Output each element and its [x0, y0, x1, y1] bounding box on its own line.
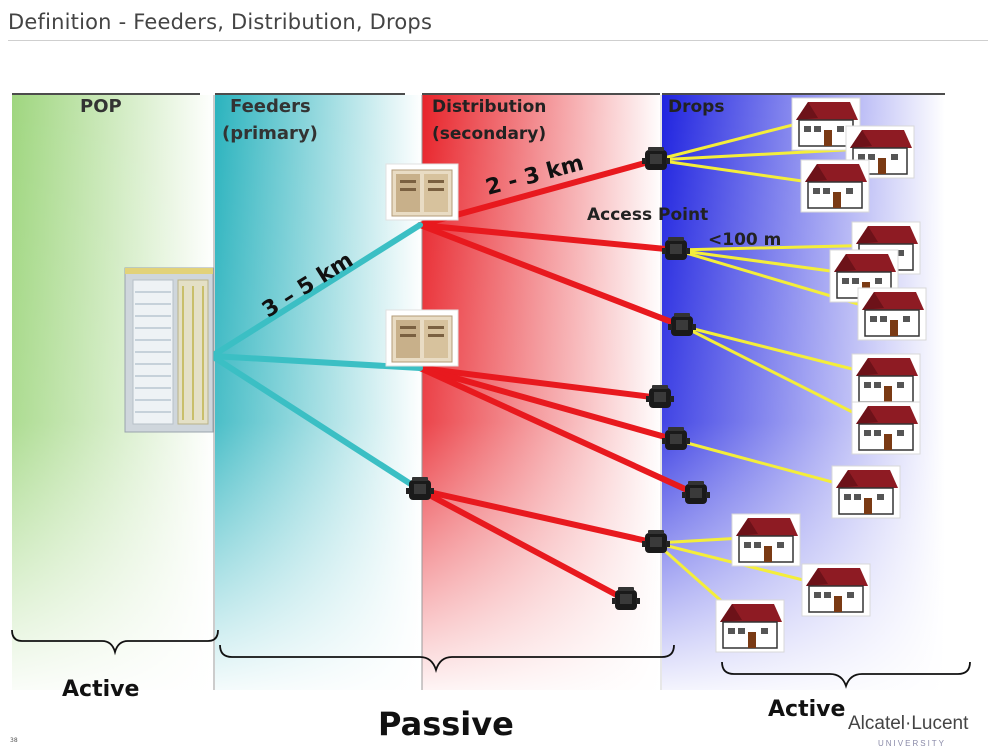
page-number: 38	[10, 737, 18, 744]
house-icon	[800, 159, 870, 213]
feeders-label: Feeders	[230, 96, 311, 117]
active-left-label: Active	[62, 677, 139, 702]
pop-label: POP	[80, 96, 122, 117]
house-icon	[731, 513, 801, 567]
distribution-label: Distribution	[432, 97, 546, 117]
cabinet-icon-lower	[385, 309, 459, 367]
drop-distance-label: <100 m	[708, 230, 781, 250]
house-icon	[831, 465, 901, 519]
house-icon	[801, 563, 871, 617]
pop-rack-icon	[124, 267, 214, 433]
drops-label: Drops	[668, 97, 724, 117]
access-point-label: Access Point	[587, 205, 708, 225]
alcatel-lucent-logo: Alcatel·Lucent UNIVERSITY	[848, 713, 969, 748]
slide-title: Definition - Feeders, Distribution, Drop…	[8, 10, 433, 34]
house-icon	[851, 401, 921, 455]
passive-brace	[219, 644, 675, 674]
cabinet-icon-upper	[385, 163, 459, 221]
title-divider	[8, 40, 988, 41]
feeder-lines	[209, 222, 423, 493]
logo-brand: Alcatel·Lucent	[848, 713, 969, 734]
distribution-lines	[417, 157, 699, 603]
distribution-sub-label: (secondary)	[432, 124, 546, 144]
active-right-brace	[721, 661, 971, 689]
house-icon	[715, 599, 785, 653]
logo-sub: UNIVERSITY	[878, 739, 946, 748]
active-left-brace	[11, 629, 219, 656]
house-icon	[857, 287, 927, 341]
feeders-sub-label: (primary)	[222, 123, 318, 144]
active-right-label: Active	[768, 697, 845, 722]
passive-label: Passive	[378, 705, 514, 743]
house-icon	[851, 353, 921, 407]
